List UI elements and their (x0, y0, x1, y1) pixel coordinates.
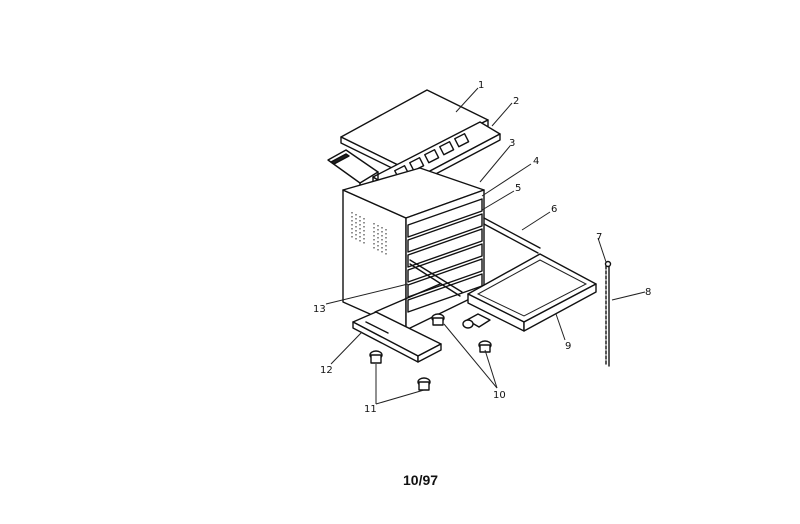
part-locking-bar (604, 260, 612, 367)
date-code: 10/97 (403, 472, 438, 488)
label-part-3: 3 (509, 138, 515, 149)
label-part-6: 6 (551, 204, 557, 215)
label-part-11: 11 (364, 404, 377, 415)
part-base-rail (352, 311, 491, 363)
label-part-10: 10 (493, 390, 506, 401)
label-part-5: 5 (515, 183, 521, 194)
part-casters (369, 313, 492, 391)
drawer-fronts (407, 198, 483, 313)
label-part-13: 13 (313, 304, 326, 315)
label-part-12: 12 (320, 365, 333, 376)
label-part-2: 2 (513, 96, 519, 107)
label-part-4: 4 (533, 156, 539, 167)
part-drawer (467, 253, 597, 332)
label-part-7: 7 (596, 232, 602, 243)
leader-lines (325, 87, 646, 405)
label-part-1: 1 (478, 80, 484, 91)
label-part-8: 8 (645, 287, 651, 298)
part-drawer-slide (483, 217, 541, 254)
label-part-9: 9 (565, 341, 571, 352)
vent-holes (351, 212, 387, 257)
part-number-labels: 1 2 3 4 5 6 7 8 9 10 11 12 13 (313, 80, 651, 415)
part-cabinet (342, 167, 485, 337)
